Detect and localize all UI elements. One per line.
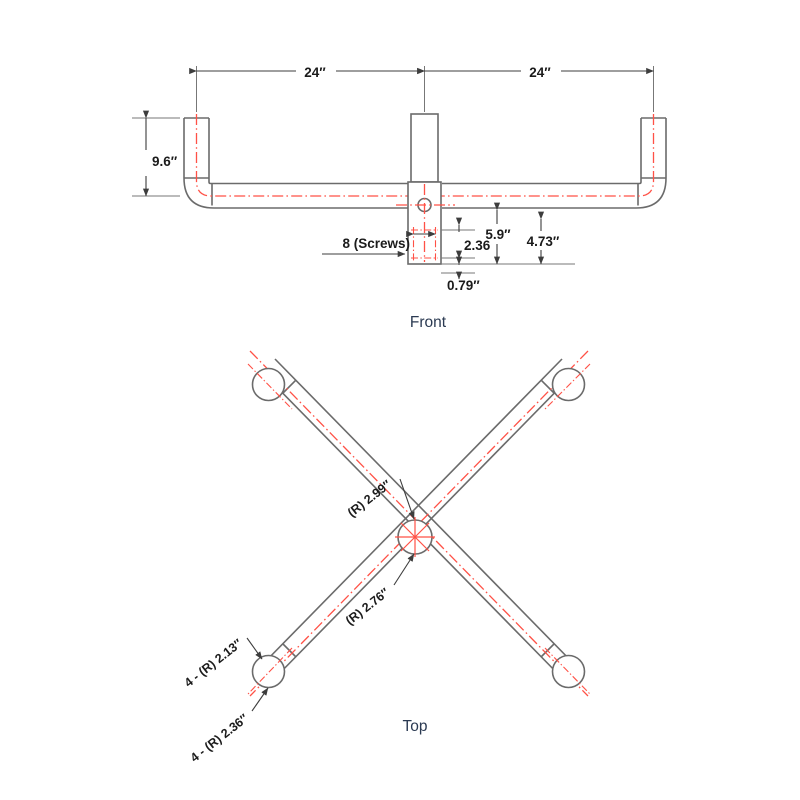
view-label-front: Front: [410, 314, 447, 331]
top-foot-cap-sw: [251, 654, 286, 689]
dim-text-96: 9.6″: [152, 154, 178, 169]
top-center-hub: [395, 517, 435, 557]
dim-079-offset: 0.79″: [441, 250, 480, 293]
dim-text-24-left: 24″: [304, 65, 326, 80]
dim-text-r276: (R) 2.76″: [343, 585, 392, 628]
top-view-group: (R) 2.99″ (R) 2.76″ 4 - (R) 2.13″ 4 - (R…: [182, 350, 591, 765]
front-center-hub: [396, 181, 455, 265]
leader-r299: (R) 2.99″: [345, 477, 415, 520]
dim-59-hub-to-base: 5.9″: [485, 202, 511, 265]
dim-text-236: 2.36: [464, 238, 491, 253]
dim-96-height: 9.6″: [132, 110, 180, 197]
leader-r213: 4 - (R) 2.13″: [182, 636, 263, 690]
top-foot-cap-ne: [551, 367, 586, 402]
note-screws: 8 (Screws): [322, 236, 410, 258]
dim-236-hub-width: 2.36: [441, 217, 491, 265]
leader-r236: 4 - (R) 2.36″: [188, 687, 269, 765]
front-view-group: 24″ 24″ 9.6″ 8 (Screws) 2.36: [132, 65, 667, 331]
note-text-screws: 8 (Screws): [342, 236, 410, 251]
dim-text-473: 4.73″: [527, 234, 560, 249]
dim-text-r236: 4 - (R) 2.36″: [188, 711, 251, 765]
dim-text-59: 5.9″: [485, 227, 511, 242]
front-center-column: [410, 113, 439, 183]
dim-text-r213: 4 - (R) 2.13″: [182, 636, 245, 690]
dim-24-right: 24″: [417, 65, 654, 112]
dim-text-079: 0.79″: [447, 278, 480, 293]
front-left-leg: [183, 114, 413, 209]
dim-24-left: 24″: [189, 65, 425, 112]
view-label-top: Top: [403, 718, 428, 735]
dim-473-rail-to-base: 4.73″: [527, 211, 560, 265]
dim-text-24-right: 24″: [529, 65, 551, 80]
front-right-leg: [437, 114, 667, 209]
